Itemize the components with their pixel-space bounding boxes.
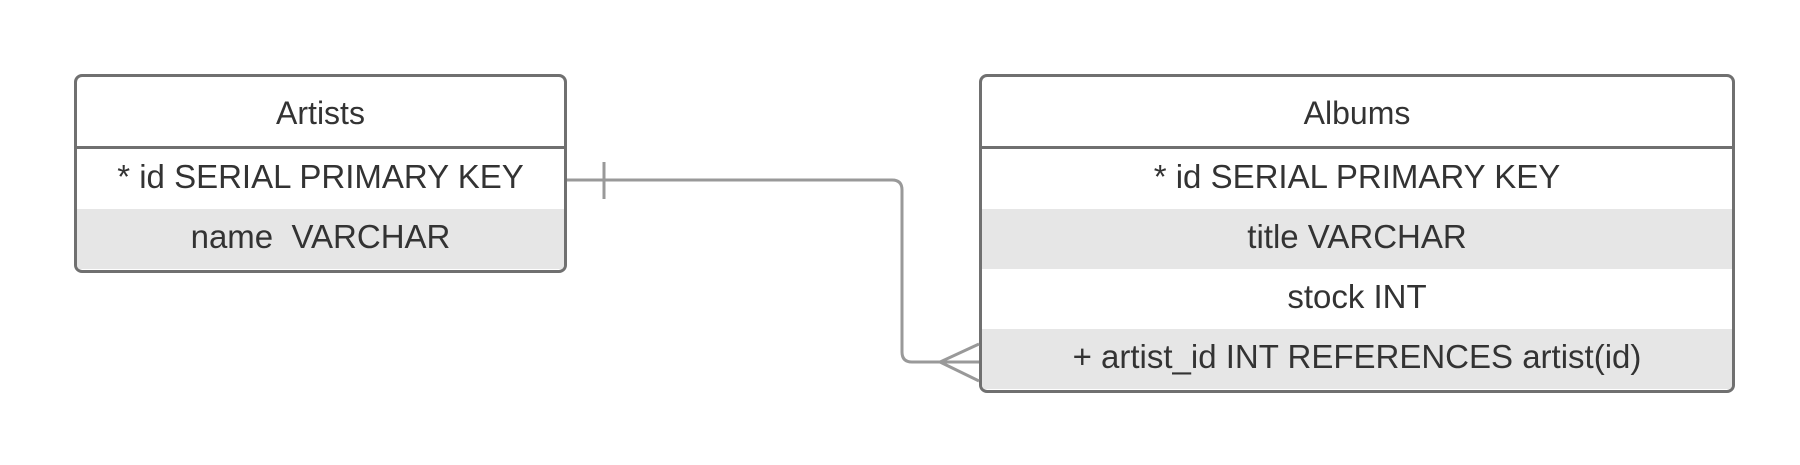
- artists-table[interactable]: Artists * id SERIAL PRIMARY KEY name VAR…: [74, 74, 567, 273]
- albums-column-stock: stock INT: [1287, 278, 1427, 315]
- relationship-line[interactable]: [567, 178, 979, 364]
- artists-column-name: name VARCHAR: [77, 209, 564, 269]
- albums-column-title: title VARCHAR: [982, 209, 1732, 269]
- albums-table[interactable]: Albums * id SERIAL PRIMARY KEY title VAR…: [979, 74, 1735, 393]
- albums-table-title: Albums: [982, 77, 1732, 149]
- albums-column-id: * id SERIAL PRIMARY KEY: [1153, 158, 1561, 195]
- albums-column-artist-id: + artist_id INT REFERENCES artist(id): [982, 329, 1732, 389]
- artists-table-title: Artists: [77, 77, 564, 149]
- many-cardinality-marker: [936, 342, 980, 383]
- artists-column-id: * id SERIAL PRIMARY KEY: [117, 158, 524, 195]
